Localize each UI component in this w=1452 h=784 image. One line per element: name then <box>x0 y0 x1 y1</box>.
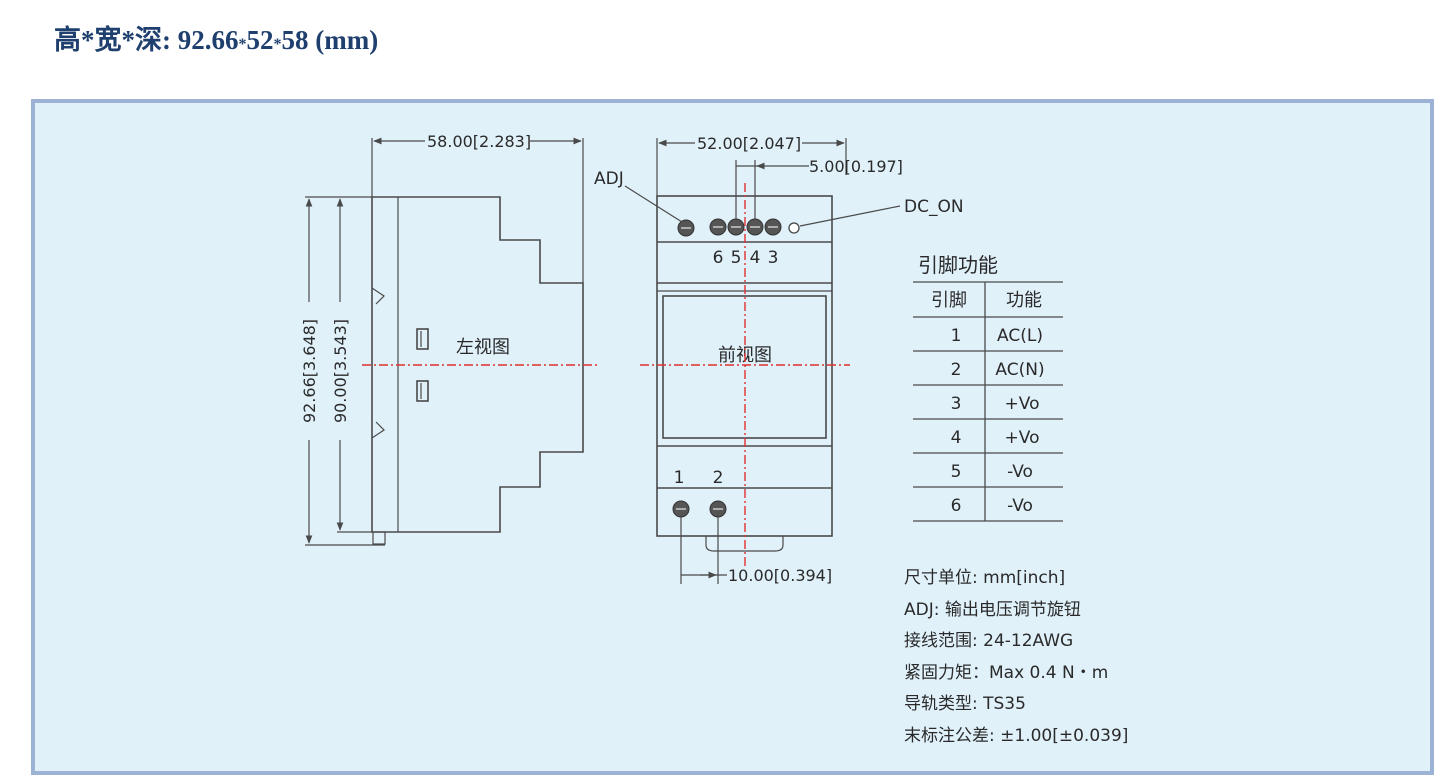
vent-slot-top <box>416 328 429 350</box>
heading-depth: 58 <box>281 25 309 55</box>
note-tolerance: 末标注公差: ±1.00[±0.039] <box>904 725 1129 746</box>
pin-table-cell: 1 <box>951 326 962 346</box>
input-pitch-label: 10.00[0.394] <box>728 566 832 585</box>
pin-pitch-label: 5.00[0.197] <box>809 157 903 176</box>
heading-label: 高*宽*深: <box>54 25 178 55</box>
depth-dimension: 58.00[2.283] <box>371 132 584 283</box>
pin-label-6: 6 <box>713 248 724 268</box>
callouts: ADJ DC_ON <box>594 169 964 227</box>
pin-table-cell: -Vo <box>1007 496 1033 516</box>
din-rail-clip <box>705 536 784 552</box>
pin-table-cell: 2 <box>951 360 962 380</box>
pin-label-5: 5 <box>731 248 742 268</box>
heading-sep-2: * <box>273 36 282 53</box>
left-view-label: 左视图 <box>456 337 510 358</box>
pin-label-4: 4 <box>750 248 761 268</box>
pin-table-cell: 4 <box>951 428 962 448</box>
adj-callout-label: ADJ <box>594 169 624 189</box>
din-clip-top <box>371 287 385 305</box>
pin-table-title: 引脚功能 <box>918 253 998 277</box>
pin-table-header-pin: 引脚 <box>931 290 967 311</box>
page-heading: 高*宽*深: 92.66*52*58 (mm) <box>54 18 378 57</box>
pin-table-cell: +Vo <box>1005 394 1040 414</box>
note-wire-range: 接线范围: 24-12AWG <box>904 631 1074 651</box>
height-body-label: 90.00[3.543] <box>331 319 350 423</box>
heading-unit: (mm) <box>315 25 379 55</box>
pin-table-header-function: 功能 <box>1006 290 1042 311</box>
height-total-label: 92.66[3.648] <box>300 319 319 423</box>
heading-height: 92.66 <box>177 25 239 55</box>
pin-table-cell: 5 <box>951 462 962 482</box>
height-dimensions: 92.66[3.648] 90.00[3.543] <box>300 196 385 546</box>
width-dimension-label: 52.00[2.047] <box>697 134 801 153</box>
vent-slot-bottom <box>416 380 429 402</box>
pin-pitch-dimension: 5.00[0.197] <box>735 157 903 220</box>
pin-label-3: 3 <box>768 248 779 268</box>
note-torque: 紧固力矩：Max 0.4 N・m <box>904 662 1109 683</box>
center-lines <box>362 183 850 568</box>
left-view-latch <box>372 531 386 545</box>
note-rail-type: 导轨类型: TS35 <box>904 694 1026 714</box>
dc-on-callout-label: DC_ON <box>904 197 964 217</box>
pin-table-cell: 3 <box>951 394 962 414</box>
pin-table-cell: AC(N) <box>995 360 1044 380</box>
heading-sep-1: * <box>238 36 247 53</box>
input-pitch-dimension: 10.00[0.394] <box>680 517 832 585</box>
heading-width: 52 <box>246 25 274 55</box>
front-view: 前视图 6 5 4 3 1 2 <box>656 195 833 552</box>
note-units: 尺寸单位: mm[inch] <box>904 568 1066 588</box>
pin-function-table: 引脚功能 引脚 功能 1 AC(L) 2 AC(N) 3 +Vo 4 +Vo 5… <box>913 253 1063 522</box>
pin-table-cell: 6 <box>951 496 962 516</box>
pin-label-1: 1 <box>674 468 685 488</box>
spec-notes: 尺寸单位: mm[inch] ADJ: 输出电压调节旋钮 接线范围: 24-12… <box>904 563 1128 752</box>
drawing-panel <box>31 99 1434 775</box>
pin-table-cell: AC(L) <box>997 326 1043 346</box>
left-view: 左视图 <box>371 196 584 545</box>
width-dimension: 52.00[2.047] <box>656 134 847 196</box>
dc-on-led-icon <box>788 222 800 234</box>
pin-table-cell: +Vo <box>1005 428 1040 448</box>
pin-table-cell: -Vo <box>1007 462 1033 482</box>
din-clip-bottom <box>371 421 385 439</box>
pin-label-2: 2 <box>713 468 724 488</box>
left-view-outline <box>371 196 584 533</box>
note-adj: ADJ: 输出电压调节旋钮 <box>904 599 1081 620</box>
depth-dimension-label: 58.00[2.283] <box>427 132 531 151</box>
